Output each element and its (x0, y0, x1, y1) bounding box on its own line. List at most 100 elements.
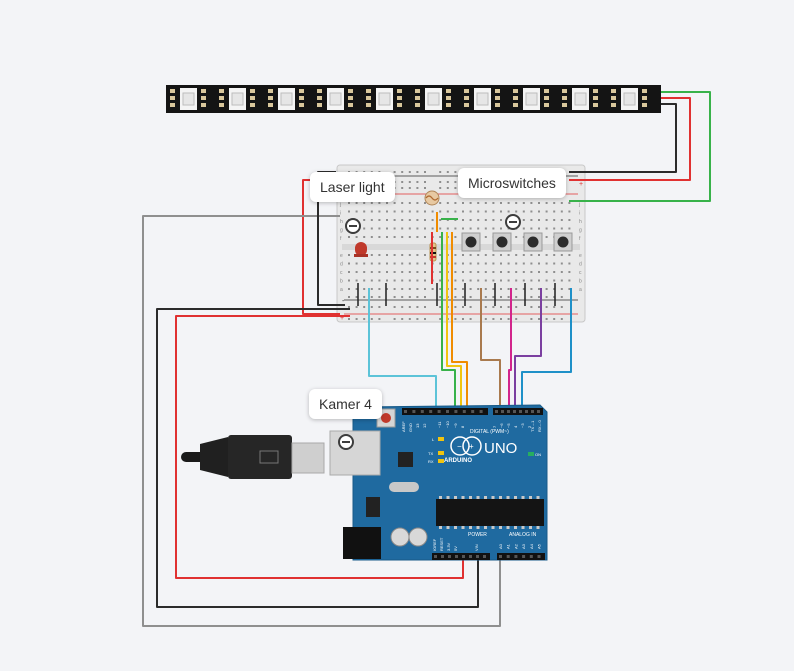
bb-hole (454, 288, 457, 290)
wire-pin-8[interactable] (451, 232, 468, 410)
chip-pin (476, 496, 480, 499)
bb-hole (363, 288, 366, 290)
collapse-microswitches-icon[interactable] (505, 214, 521, 230)
bb-hole (408, 210, 411, 213)
chip-pin (446, 526, 450, 529)
bb-hole (408, 271, 411, 273)
bb-hole (454, 187, 457, 189)
bb-hole (492, 318, 495, 320)
wire-pin-10[interactable] (441, 232, 456, 410)
bb-hole (355, 288, 358, 290)
bb-row-label: e (579, 253, 582, 259)
wire-pin-9[interactable] (446, 232, 462, 410)
led-red-rim (354, 254, 368, 257)
led-red[interactable] (354, 242, 368, 257)
bb-hole (530, 306, 533, 308)
microswitches[interactable] (461, 232, 573, 252)
bb-hole (416, 171, 419, 173)
bb-hole (507, 296, 510, 298)
wire-pin-12[interactable] (368, 288, 437, 410)
wire-strip-power[interactable] (569, 97, 691, 181)
bb-hole (378, 227, 381, 230)
wire-strip-data[interactable] (569, 91, 711, 202)
bb-hole (530, 279, 533, 282)
led-strip[interactable] (166, 85, 661, 113)
header-hole (525, 410, 528, 413)
digital-pin-label: ~5 (506, 423, 511, 428)
bb-hole (370, 202, 373, 204)
reset-button-cap[interactable] (381, 413, 391, 423)
annotation-microswitches[interactable]: Microswitches (458, 168, 566, 198)
analog-pin-label: A2 (513, 543, 518, 549)
header-hole (507, 410, 510, 413)
bb-hole (424, 279, 426, 282)
microswitch-cap[interactable] (496, 236, 508, 248)
bb-hole (530, 219, 533, 221)
chip-pin (454, 526, 457, 529)
bb-hole (393, 279, 396, 282)
led-pad (446, 96, 451, 100)
tx1-label: TX→1 (530, 420, 535, 432)
bb-hole (370, 288, 373, 290)
bb-hole (538, 202, 540, 204)
bb-hole (401, 202, 404, 204)
bb-hole (507, 279, 510, 282)
microswitch-cap[interactable] (527, 236, 539, 248)
usb-cable[interactable] (181, 435, 325, 479)
bb-hole (538, 254, 540, 256)
microswitch-cap[interactable] (465, 236, 477, 248)
bb-hole (507, 318, 510, 320)
led-pad (513, 96, 518, 100)
led-pad (201, 89, 206, 93)
wire-pin-7[interactable] (480, 288, 501, 410)
annotation-kamer-4[interactable]: Kamer 4 (309, 389, 382, 419)
bb-hole (462, 288, 464, 290)
led-pad (562, 96, 567, 100)
header-hole (462, 410, 466, 413)
wire-gnd[interactable] (156, 308, 479, 608)
wire-pin-2[interactable] (521, 288, 572, 410)
annotation-laser-light[interactable]: Laser light (310, 172, 395, 202)
bb-hole (439, 181, 442, 183)
led-pixel-core (574, 92, 587, 106)
bb-hole (560, 318, 563, 320)
led-pad (250, 103, 255, 107)
bb-hole (401, 171, 404, 173)
bb-hole (462, 318, 464, 320)
microswitch-cap[interactable] (557, 236, 569, 248)
bb-hole (522, 219, 525, 221)
led-pad (268, 89, 273, 93)
aref-label: AREF (401, 421, 406, 432)
header-hole (448, 555, 451, 558)
wire-strip-ground[interactable] (569, 103, 677, 173)
collapse-laser-icon[interactable] (345, 218, 361, 234)
photoresistor[interactable] (424, 190, 440, 206)
analog-header (497, 553, 545, 560)
chip-pin (439, 496, 442, 499)
collapse-kamer-icon[interactable] (338, 434, 354, 450)
bb-hole (416, 288, 419, 290)
tx-led (438, 451, 444, 455)
bb-hole (424, 171, 426, 173)
led-red-body (355, 242, 367, 256)
wire-analog-gray[interactable] (142, 215, 501, 627)
photoresistor-trace (425, 195, 439, 201)
on-led (528, 452, 534, 456)
bb-hole (355, 202, 358, 204)
bb-hole (477, 288, 480, 290)
bb-hole (431, 288, 434, 290)
wire-pin-4[interactable] (514, 288, 542, 410)
bb-hole (355, 306, 358, 308)
bb-hole (401, 262, 404, 265)
header-hole (469, 555, 472, 558)
wire-pin-5[interactable] (508, 288, 512, 410)
bb-row-label: c (340, 270, 343, 276)
bb-hole (492, 254, 495, 256)
wire-5v[interactable] (175, 315, 464, 579)
bb-hole (370, 279, 373, 282)
bb-hole (348, 210, 350, 213)
